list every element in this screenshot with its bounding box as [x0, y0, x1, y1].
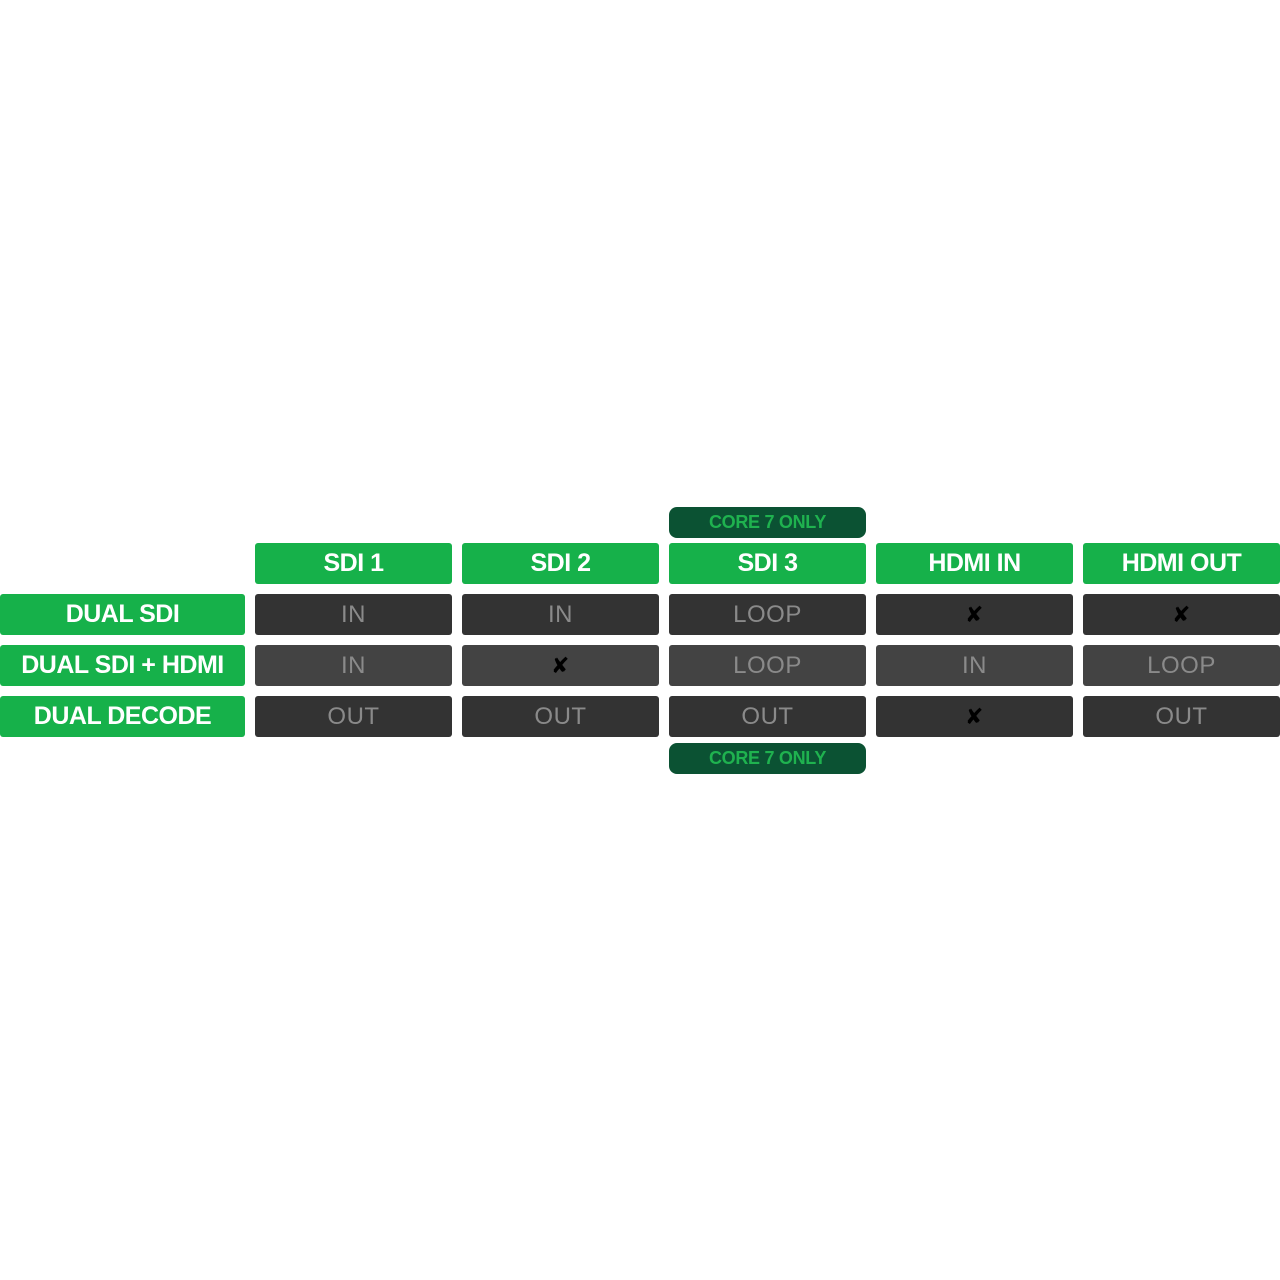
- cell-dual-sdi-sdi-3: LOOP: [669, 594, 866, 635]
- cell-dual-sdi-sdi-1: IN: [255, 594, 452, 635]
- cell-dual-sdi-sdi-2: IN: [462, 594, 659, 635]
- column-header-sdi-3: SDI 3: [669, 543, 866, 584]
- cross-icon: ✘: [462, 645, 659, 686]
- cell-dual-sdi-hdmi-sdi-1: IN: [255, 645, 452, 686]
- cell-dual-sdi-hdmi-sdi-3: LOOP: [669, 645, 866, 686]
- row-header-dual-decode: DUAL DECODE: [0, 696, 245, 737]
- row-header-dual-sdi: DUAL SDI: [0, 594, 245, 635]
- cross-icon: ✘: [876, 696, 1073, 737]
- column-header-sdi-1: SDI 1: [255, 543, 452, 584]
- row-header-dual-sdi-hdmi: DUAL SDI + HDMI: [0, 645, 245, 686]
- cell-dual-sdi-hdmi-hdmi-in: IN: [876, 645, 1073, 686]
- column-header-sdi-2: SDI 2: [462, 543, 659, 584]
- cross-icon: ✘: [876, 594, 1073, 635]
- cross-icon: ✘: [1083, 594, 1280, 635]
- core-7-only-note-top: CORE 7 ONLY: [669, 507, 866, 538]
- cell-dual-decode-hdmi-out: OUT: [1083, 696, 1280, 737]
- cell-dual-sdi-hdmi-hdmi-out: LOOP: [1083, 645, 1280, 686]
- cell-dual-decode-sdi-1: OUT: [255, 696, 452, 737]
- column-header-hdmi-out: HDMI OUT: [1083, 543, 1280, 584]
- core-7-only-note-bottom: CORE 7 ONLY: [669, 743, 866, 774]
- column-header-hdmi-in: HDMI IN: [876, 543, 1073, 584]
- cell-dual-decode-sdi-3: OUT: [669, 696, 866, 737]
- cell-dual-decode-sdi-2: OUT: [462, 696, 659, 737]
